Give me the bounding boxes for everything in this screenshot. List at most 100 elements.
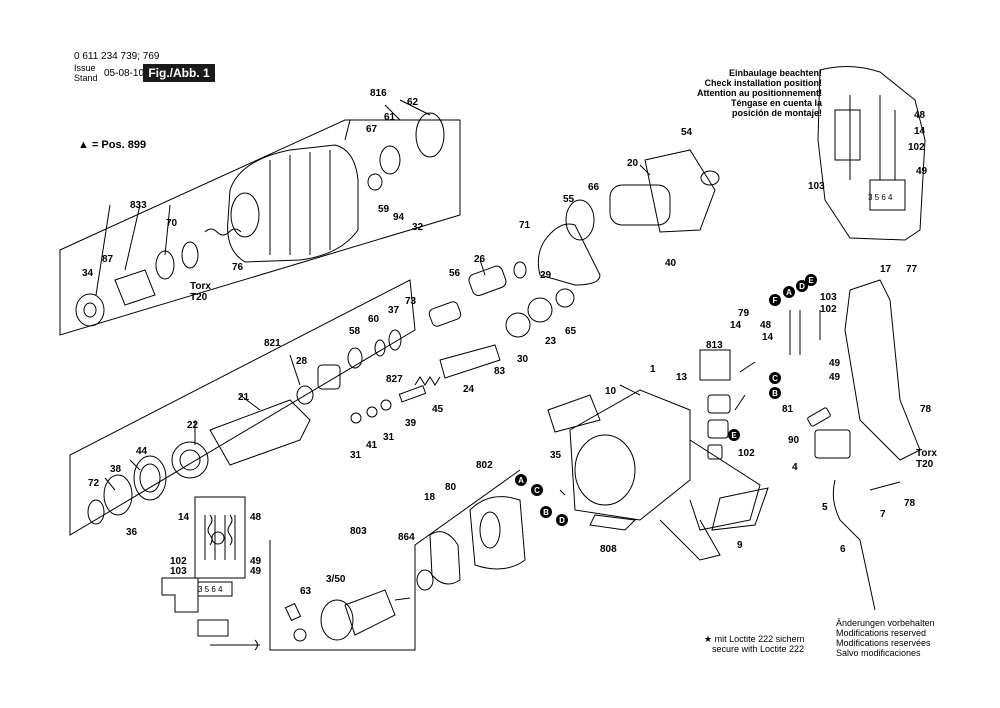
- torx-label: Torx: [190, 281, 211, 292]
- part-label: 864: [398, 532, 415, 543]
- housing-gasket: [537, 223, 601, 286]
- part-label: 62: [407, 97, 419, 108]
- part-label: 70: [166, 218, 178, 229]
- label-plate-808: [589, 514, 637, 531]
- part-label: 87: [102, 254, 114, 265]
- part-label: 55: [563, 194, 575, 205]
- part-label: 816: [370, 88, 387, 99]
- spur-gear: [171, 441, 209, 479]
- part-label: 78: [904, 498, 916, 509]
- part-label: 61: [384, 112, 396, 123]
- part-label: 22: [187, 420, 199, 431]
- connector-letter-c: C: [534, 486, 540, 495]
- bearing-housing: [609, 184, 671, 226]
- inset-label: 103: [808, 181, 825, 192]
- part-label: 21: [238, 392, 250, 403]
- connector-letter-d: D: [559, 516, 565, 525]
- wiring-label: 48: [250, 512, 262, 523]
- field-stator: [469, 496, 526, 570]
- spindle-piece: [468, 265, 507, 296]
- switch: [814, 429, 851, 459]
- issue-label: Issue Stand: [74, 63, 98, 83]
- part-label: 5: [822, 502, 828, 513]
- spring-coil: [204, 228, 242, 236]
- part-label: 83: [494, 366, 506, 377]
- part-label: 49: [829, 372, 841, 383]
- part-label: 9: [737, 540, 743, 551]
- part-label: 821: [264, 338, 281, 349]
- part-label: 28: [296, 356, 308, 367]
- figure-label: Fig./Abb. 1: [143, 64, 215, 82]
- installation-note: Einbaulage beachten! Check installation …: [697, 68, 822, 118]
- connector-letter-b: B: [543, 508, 549, 517]
- part-label: 58: [349, 326, 361, 337]
- part-label: 54: [681, 127, 693, 138]
- part-label: 29: [540, 270, 552, 281]
- hammer-housing: [227, 144, 359, 263]
- label-plate-10: [547, 394, 601, 433]
- part-label: 6: [840, 544, 846, 555]
- armature-assembly-panel: [269, 469, 521, 651]
- dust-cap: [75, 293, 105, 327]
- part-label: 39: [405, 418, 417, 429]
- inset-label: 102: [908, 142, 925, 153]
- part-label: 14: [730, 320, 742, 331]
- part-label: 833: [130, 200, 147, 211]
- part-label: 78: [920, 404, 932, 415]
- position-legend: ▲ = Pos. 899: [78, 140, 146, 151]
- part-label: 4: [792, 462, 798, 473]
- part-label: 63: [300, 586, 312, 597]
- part-label: 38: [110, 464, 122, 475]
- installation-note-line: Téngase en cuenta la: [730, 98, 822, 108]
- power-cable: [832, 479, 876, 611]
- part-label: 102: [738, 448, 755, 459]
- part-label: 77: [906, 264, 918, 275]
- inset-label: 48: [914, 110, 926, 121]
- issue-date: 05-08-10: [104, 68, 145, 79]
- connector-letter-e: E: [808, 276, 814, 285]
- issue-label-en: Issue: [74, 63, 96, 73]
- torx-label: T20: [916, 459, 934, 470]
- connector-letter-d: D: [799, 282, 805, 291]
- armature: [284, 589, 411, 642]
- installation-note-line: Check installation position!: [704, 78, 822, 88]
- part-label: 66: [588, 182, 600, 193]
- wiring-label: 102: [170, 556, 187, 567]
- installation-inset: [817, 66, 926, 241]
- connector-letter-a: A: [786, 288, 792, 297]
- connector-markers: [515, 274, 817, 526]
- part-label: 80: [445, 482, 457, 493]
- part-label: 49: [829, 358, 841, 369]
- part-label: 45: [432, 404, 444, 415]
- part-label: 813: [706, 340, 723, 351]
- wiring-schematic-box: [194, 496, 246, 579]
- return-spring: [414, 376, 441, 386]
- fan-baffle: [429, 531, 461, 585]
- part-label: 103: [820, 292, 837, 303]
- part-label: 20: [627, 158, 639, 169]
- inset-label: 49: [916, 166, 928, 177]
- part-label: 24: [463, 384, 475, 395]
- torx-label: Torx: [916, 448, 937, 459]
- torx-label: T20: [190, 292, 208, 303]
- loctite-note-line: secure with Loctite 222: [712, 644, 805, 654]
- tool-holder: [209, 399, 311, 466]
- modifications-note-line: Modifications reservées: [836, 638, 931, 648]
- part-label: 37: [388, 305, 400, 316]
- wiring-label: 14: [178, 512, 190, 523]
- connector-letter-a: A: [518, 476, 524, 485]
- part-label: 56: [449, 268, 461, 279]
- part-label: 10: [605, 386, 617, 397]
- striker: [428, 301, 462, 327]
- position-legend-text: = Pos. 899: [91, 139, 147, 151]
- pinion-gear: [527, 297, 553, 323]
- installation-note-line: posición de montaje!: [731, 108, 822, 118]
- part-label: 59: [378, 204, 390, 215]
- locking-sleeve: [114, 269, 156, 306]
- part-label: 31: [383, 432, 395, 443]
- modifications-note-line: Salvo modificaciones: [836, 648, 921, 658]
- part-label: 94: [393, 212, 405, 223]
- part-label: 26: [474, 254, 486, 265]
- modifications-note-line: Änderungen vorbehalten: [836, 618, 935, 628]
- handle-shell: [844, 279, 921, 461]
